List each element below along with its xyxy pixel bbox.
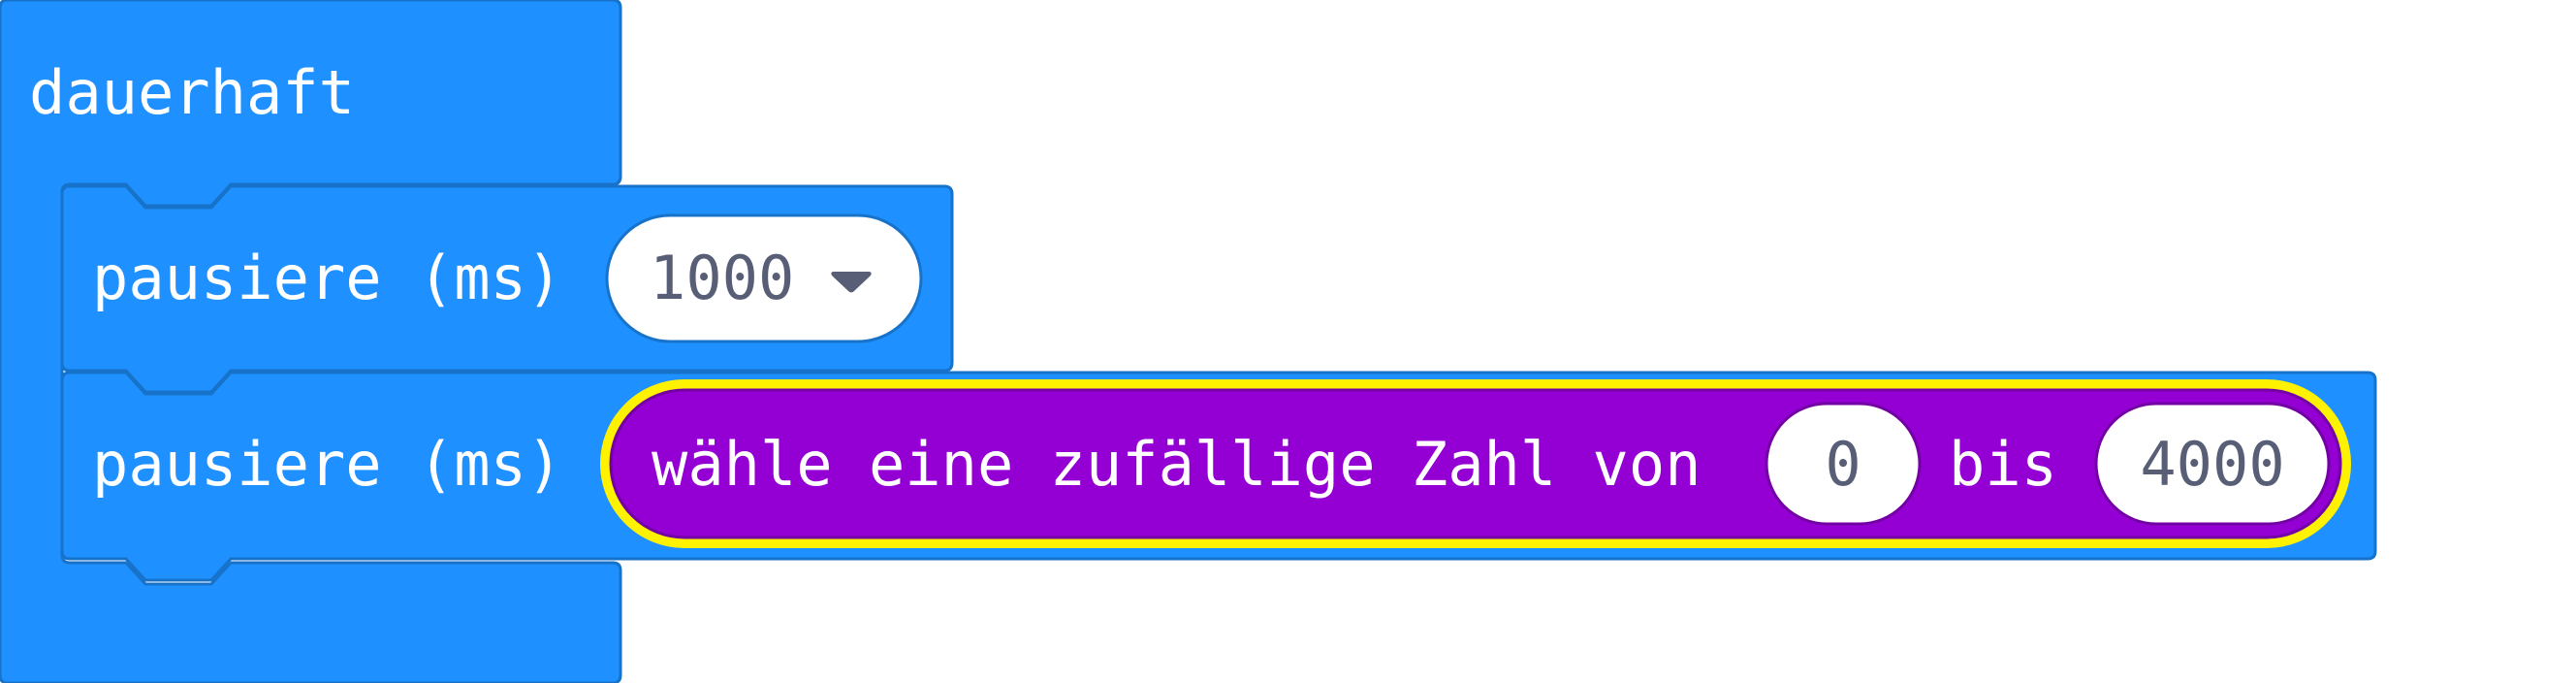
forever-block-shape[interactable]: [0, 0, 622, 683]
random-from-value[interactable]: 0: [1825, 429, 1860, 500]
random-from-field[interactable]: [1765, 402, 1922, 526]
pause-1-dropdown[interactable]: 1000: [605, 213, 923, 343]
random-block-highlight: [600, 379, 2351, 548]
random-number-block[interactable]: wähle eine zufällige Zahl von 0 bis 4000: [600, 379, 2351, 548]
pause-1-value-field[interactable]: [605, 213, 923, 343]
random-to-value[interactable]: 4000: [2140, 429, 2284, 500]
pause-1-value[interactable]: 1000: [650, 243, 794, 313]
triangle-down-icon[interactable]: [831, 272, 872, 293]
pause-block-2[interactable]: pausiere (ms) wähle eine zufällige Zahl …: [60, 371, 2377, 582]
pause-1-label: pausiere (ms): [92, 243, 562, 313]
random-label-prefix: wähle eine zufällige Zahl von: [652, 429, 1701, 500]
random-to-field[interactable]: [2094, 402, 2331, 526]
forever-block[interactable]: dauerhaft: [0, 0, 622, 683]
pause-2-label: pausiere (ms): [92, 429, 562, 500]
pause-block-1[interactable]: pausiere (ms) 1000: [60, 184, 954, 394]
forever-label: dauerhaft: [29, 57, 355, 128]
random-label-mid: bis: [1949, 429, 2057, 500]
